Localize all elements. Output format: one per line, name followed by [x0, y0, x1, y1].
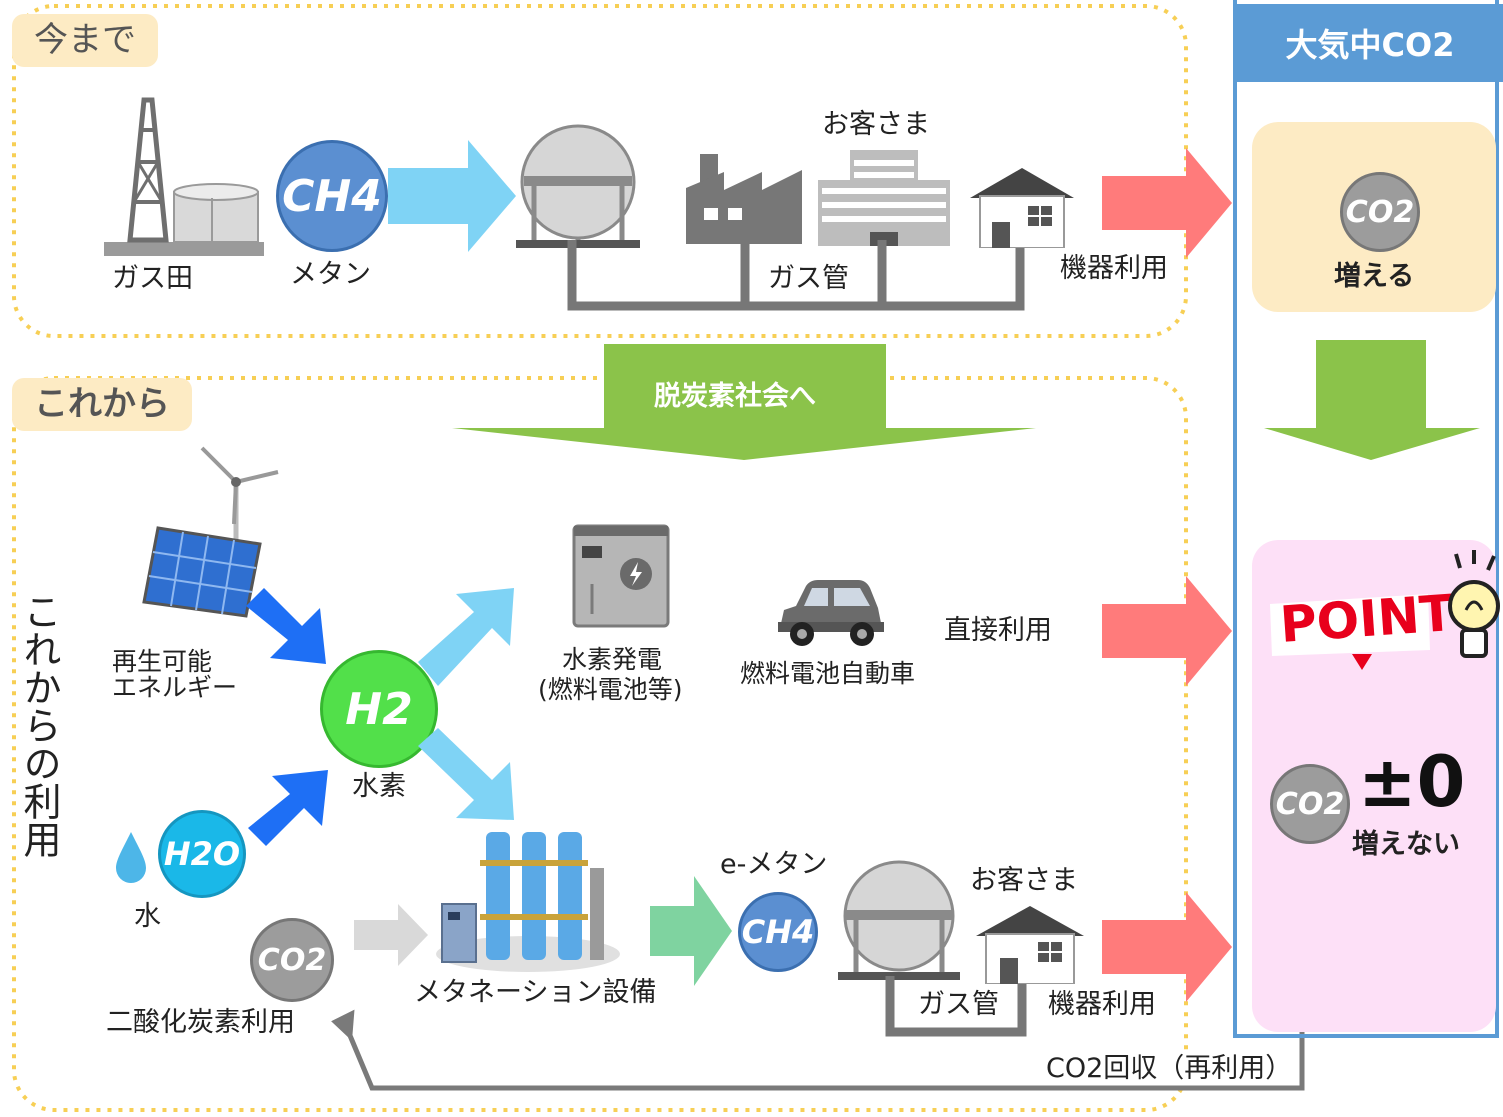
- co2-molecule-icon: CO2: [250, 918, 334, 1002]
- co2-recovery-label: CO2回収（再利用）: [1042, 1054, 1297, 1084]
- past-section-label: 今まで: [12, 14, 158, 67]
- future-customers-label: お客さま: [970, 865, 1078, 896]
- blue-arrow-down-right-icon: [246, 588, 326, 664]
- transition-label: 脱炭素社会へ: [654, 381, 816, 412]
- direct-use-label: 直接利用: [944, 615, 1052, 646]
- future-gas-pipe-label: ガス管: [918, 989, 999, 1020]
- light-blue-arrow-up-icon: [418, 588, 514, 686]
- renewable-energy-icon: [142, 446, 279, 618]
- past-gas-pipe-label: ガス管: [768, 263, 849, 294]
- grey-arrow-icon: [354, 904, 428, 966]
- co2-use-label: 二酸化炭素利用: [106, 1007, 295, 1038]
- plus-minus-zero-label: ±0: [1358, 741, 1466, 823]
- point-label: POINT: [1278, 584, 1456, 654]
- lightbulb-icon: [1448, 550, 1500, 658]
- methane-label: メタン: [290, 259, 371, 290]
- methanation-facility-icon: [436, 832, 620, 972]
- future-house-icon: [976, 906, 1084, 984]
- blue-arrow-up-right-icon: [248, 770, 328, 846]
- h2-power-label-line2: (燃料電池等): [538, 675, 683, 704]
- red-arrow-icon: [1102, 148, 1232, 258]
- e-methane-label: e-メタン: [720, 849, 828, 880]
- green-arrow-icon: [650, 876, 732, 986]
- customers-label: お客さま: [822, 109, 930, 140]
- hydrogen-label: 水素: [352, 771, 406, 802]
- transition-arrow-icon: [452, 344, 1036, 460]
- water-drop-icon: [116, 832, 146, 883]
- factory-icon: [686, 154, 802, 244]
- future-gas-pipe-icon: [885, 976, 1027, 1037]
- co2-zero-icon: CO2: [1270, 764, 1350, 844]
- gas-field-label: ガス田: [112, 263, 193, 294]
- water-label: 水: [134, 901, 161, 932]
- future-gas-holder-icon: [838, 860, 960, 980]
- h2-power-label-line1: 水素発電: [562, 645, 663, 674]
- co2-recovery-arrow-icon: [331, 1000, 1305, 1091]
- light-blue-arrow-icon: [388, 140, 516, 252]
- increase-label: 増える: [1334, 261, 1415, 292]
- red-arrow-future-icon: [1102, 892, 1232, 1002]
- house-icon: [970, 168, 1074, 248]
- ch4-molecule-icon: CH4: [276, 140, 388, 252]
- atmosphere-panel: [1233, 0, 1499, 1038]
- light-blue-arrow-down-icon: [418, 728, 514, 820]
- h2o-molecule-icon: H2O: [158, 810, 246, 898]
- methanation-label: メタネーション設備: [414, 977, 657, 1008]
- co2-increase-icon: CO2: [1340, 172, 1420, 252]
- red-arrow-direct-icon: [1102, 576, 1232, 686]
- h2-molecule-icon: H2: [320, 650, 438, 768]
- point-badge-icon: [1270, 594, 1430, 670]
- renewable-label-line2: エネルギー: [112, 673, 238, 702]
- down-green-arrow-icon: [1264, 340, 1480, 460]
- future-vertical-label: これからの利用: [17, 592, 61, 858]
- e-methane-ch4-icon: CH4: [738, 892, 818, 972]
- gas-pipe-icon: [567, 240, 1025, 311]
- fuel-cell-car-icon: [778, 580, 884, 646]
- fcv-label: 燃料電池自動車: [740, 659, 916, 688]
- renewable-label-line1: 再生可能: [112, 647, 213, 676]
- atmosphere-header: 大気中CO2: [1237, 4, 1503, 82]
- fuel-cell-unit-icon: [572, 524, 670, 628]
- gas-holder-icon: [516, 124, 640, 248]
- future-section-label: これから: [12, 378, 192, 431]
- no-increase-label: 増えない: [1352, 829, 1460, 860]
- past-equipment-use-label: 機器利用: [1060, 253, 1168, 284]
- future-equipment-use-label: 機器利用: [1048, 989, 1156, 1020]
- office-building-icon: [818, 150, 950, 246]
- gas-field-icon: [104, 97, 264, 256]
